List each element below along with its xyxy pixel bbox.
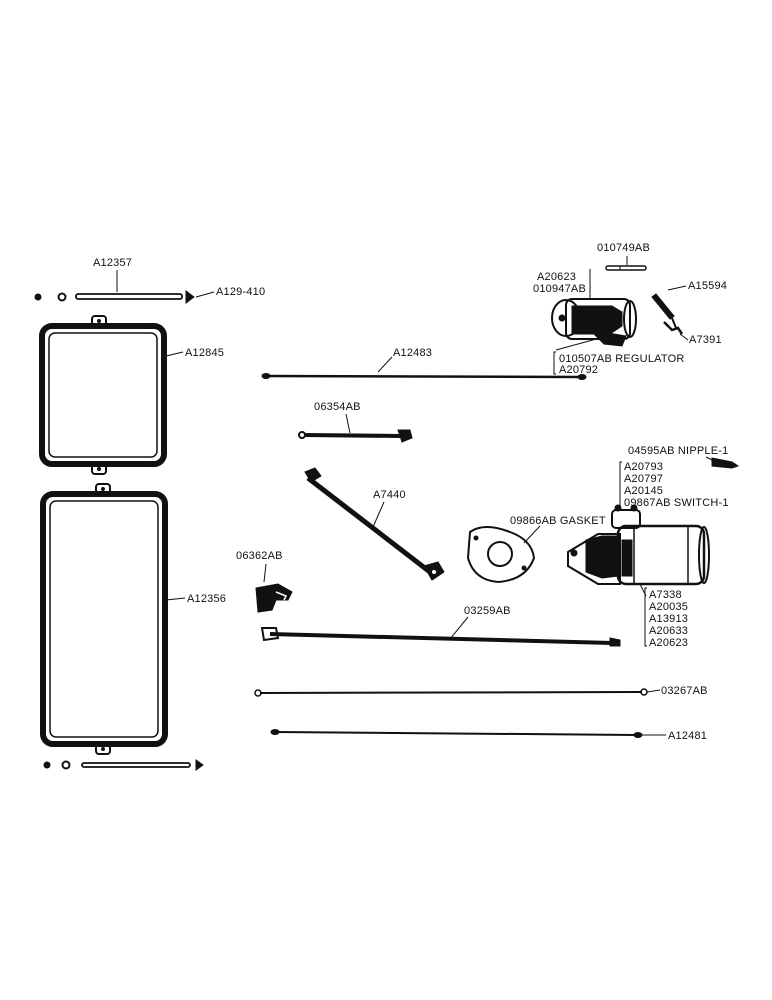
label-03259ab: 03259AB: [464, 605, 511, 617]
bracket-regulator: [553, 351, 556, 375]
label-a20623-bottom: A20623: [649, 637, 688, 649]
cable-a12481: [270, 729, 643, 738]
label-a20035: A20035: [649, 601, 688, 613]
label-a20792: A20792: [559, 364, 598, 376]
bracket-a15594: [651, 293, 677, 329]
bracket-starter-group: [644, 587, 647, 647]
gasket-09866ab: [466, 526, 536, 584]
leader-03259ab: [449, 616, 469, 640]
label-09866ab-gasket: 09866AB GASKET: [510, 515, 606, 527]
label-a15594: A15594: [688, 280, 727, 292]
rod-assembly-bottom: [43, 759, 204, 771]
bracket-switch-group: [619, 461, 622, 511]
leader-04595ab: [705, 456, 713, 461]
cable-06354ab: [298, 429, 413, 443]
label-a7440: A7440: [373, 489, 406, 501]
leader-a7391: [679, 333, 689, 341]
label-a20633: A20633: [649, 625, 688, 637]
label-a12483: A12483: [393, 347, 432, 359]
leader-06362ab: [263, 563, 267, 583]
label-a13913: A13913: [649, 613, 688, 625]
label-010749ab: 010749AB: [597, 242, 650, 254]
label-03267ab: 03267AB: [661, 685, 708, 697]
label-09867ab-switch: 09867AB SWITCH-1: [624, 497, 729, 509]
cable-a12483: [261, 373, 587, 380]
label-a20793: A20793: [624, 461, 663, 473]
rod-assembly-top: [34, 290, 195, 304]
cable-03259ab: [260, 627, 621, 647]
pin-010749ab: [605, 265, 647, 271]
leader-03267ab: [646, 689, 661, 693]
nipple-04595ab: [711, 457, 740, 469]
leader-regulator: [555, 337, 601, 351]
leader-a12483: [377, 356, 393, 373]
leader-a12356: [165, 597, 186, 601]
leader-09866ab: [523, 525, 541, 544]
label-06354ab: 06354AB: [314, 401, 361, 413]
leader-a12845: [165, 351, 184, 357]
label-a12356: A12356: [187, 593, 226, 605]
label-a20623-top: A20623: [537, 271, 576, 283]
label-06362ab: 06362AB: [236, 550, 283, 562]
leader-06354ab: [345, 413, 351, 434]
label-010947ab: 010947AB: [533, 283, 586, 295]
label-a12845: A12845: [185, 347, 224, 359]
part-a7391: [663, 321, 684, 335]
boot-06362ab: [255, 583, 293, 613]
label-a12357: A12357: [93, 257, 132, 269]
starter-motor: [567, 524, 710, 586]
label-a7391: A7391: [689, 334, 722, 346]
frame-a12845: [39, 315, 167, 475]
leader-a15594: [667, 285, 687, 291]
generator-assembly: [551, 298, 637, 347]
leader-a7440: [372, 501, 385, 528]
leader-starter-group: [639, 583, 647, 597]
strap-a7440: [304, 467, 445, 581]
label-a12481: A12481: [668, 730, 707, 742]
label-a20797: A20797: [624, 473, 663, 485]
label-a129-410: A129-410: [216, 286, 265, 298]
label-a7338: A7338: [649, 589, 682, 601]
frame-a12356: [40, 483, 168, 755]
label-04595ab-nipple: 04595AB NIPPLE-1: [628, 445, 728, 457]
leader-a129-410: [195, 291, 215, 298]
cable-03267ab: [254, 688, 648, 697]
label-010507ab-regulator: 010507AB REGULATOR: [559, 353, 684, 365]
label-a20145: A20145: [624, 485, 663, 497]
